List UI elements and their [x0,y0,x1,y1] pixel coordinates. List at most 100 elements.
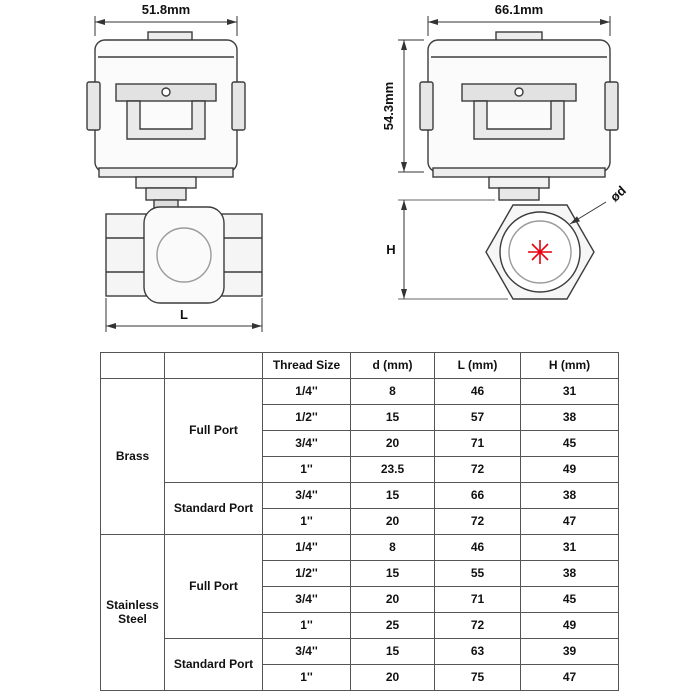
table-header-row: Thread Size d (mm) L (mm) H (mm) [100,352,619,379]
table-row: 1'' 25 72 49 [101,612,619,639]
lever-u-bracket [473,100,565,140]
dim-label-actuator-width-left: 51.8mm [142,2,190,17]
cell-d: 25 [350,612,435,639]
cell-l: 75 [434,664,521,691]
table-row: 1'' 20 75 47 [101,664,619,691]
right-valve-drawing [419,31,619,300]
cell-h: 38 [520,482,619,509]
cell-thread-size: 1/4'' [262,378,351,405]
cell-thread-size: 3/4'' [262,430,351,457]
stem-plate [135,176,197,189]
cell-port-standard: Standard Port [164,482,263,535]
table-row: Standard Port 3/4'' 15 66 38 [101,482,619,535]
cell-port-standard: Standard Port [164,638,263,691]
table-row: Standard Port 3/4'' 15 63 39 [101,638,619,691]
cell-thread-size: 1/2'' [262,560,351,587]
cell-thread-size: 1'' [262,508,351,535]
actuator-body [94,39,238,173]
cell-l: 71 [434,430,521,457]
cell-h: 49 [520,612,619,639]
dim-label-h: H [386,242,395,257]
cell-thread-size: 1/4'' [262,534,351,561]
spec-table-section: Thread Size d (mm) L (mm) H (mm) Brass F… [100,352,619,691]
cell-thread-size: 3/4'' [262,482,351,509]
cell-l: 46 [434,534,521,561]
cell-l: 72 [434,508,521,535]
cell-h: 49 [520,456,619,483]
right-valve-dimensions: 66.1mm 54.3mm H ød [381,2,629,300]
header-l-mm: L (mm) [434,352,521,379]
cell-h: 31 [520,378,619,405]
cell-port-full: Full Port [164,378,263,483]
dim-label-actuator-width-right: 66.1mm [495,2,543,17]
cell-h: 47 [520,508,619,535]
cell-h: 39 [520,638,619,665]
cell-d: 8 [350,534,435,561]
cell-d: 15 [350,638,435,665]
cell-material-stainless: Stainless Steel [100,534,165,691]
lever-screw [161,87,171,97]
cell-port-full: Full Port [164,534,263,639]
stem-nut [498,187,540,201]
port-inner-circle [508,220,572,284]
cell-l: 63 [434,638,521,665]
left-valve-drawing [86,31,263,304]
actuator-clamp-right [231,81,246,131]
actuator-base [98,167,234,178]
cell-d: 15 [350,560,435,587]
table-row: 1'' 20 72 47 [101,508,619,535]
table-row: 3/4'' 20 71 45 [101,586,619,613]
actuator-clamp-left [419,81,434,131]
cell-d: 23.5 [350,456,435,483]
table-row: 1/2'' 15 57 38 [101,404,619,431]
table-row: 3/4'' 20 71 45 [101,430,619,457]
cell-l: 71 [434,586,521,613]
cell-l: 66 [434,482,521,509]
cell-thread-size: 1'' [262,664,351,691]
cell-h: 31 [520,534,619,561]
actuator-base [432,167,606,178]
cell-thread-size: 1/2'' [262,404,351,431]
cell-thread-size: 3/4'' [262,586,351,613]
header-blank-material [100,352,165,379]
cell-h: 47 [520,664,619,691]
cell-d: 20 [350,664,435,691]
valve-ball [156,227,212,283]
port-center-mark [528,240,552,264]
cell-d: 20 [350,586,435,613]
pipe-end-right [221,213,263,297]
cell-h: 45 [520,430,619,457]
table-row: Stainless Steel Full Port 1/4'' 8 46 31 [100,534,619,691]
header-blank-port [164,352,263,379]
valve-body [143,206,225,304]
cell-h: 38 [520,560,619,587]
cell-d: 15 [350,482,435,509]
table-row: 1/2'' 15 55 38 [101,560,619,587]
cell-l: 72 [434,612,521,639]
dim-label-actuator-height: 54.3mm [381,82,396,130]
header-h-mm: H (mm) [520,352,619,379]
stem-nut [145,187,187,201]
dim-label-port-diameter: ød [607,183,629,205]
cell-h: 45 [520,586,619,613]
actuator-clamp-right [604,81,619,131]
cell-h: 38 [520,404,619,431]
cell-l: 72 [434,456,521,483]
cell-l: 55 [434,560,521,587]
header-d-mm: d (mm) [350,352,435,379]
cell-d: 20 [350,508,435,535]
cell-l: 57 [434,404,521,431]
left-valve-dimensions: 51.8mm L [94,2,263,332]
lever-u-bracket [126,100,206,140]
actuator-body [427,39,611,173]
cell-d: 20 [350,430,435,457]
port-diameter-leader [569,201,607,225]
cell-d: 15 [350,404,435,431]
cell-material-brass: Brass [100,378,165,535]
cell-thread-size: 3/4'' [262,638,351,665]
cell-l: 46 [434,378,521,405]
stem-plate [488,176,550,189]
valve-diagrams: 51.8mm L 66.1mm 5 [86,2,629,332]
cell-d: 8 [350,378,435,405]
dim-label-length-l: L [180,307,188,322]
